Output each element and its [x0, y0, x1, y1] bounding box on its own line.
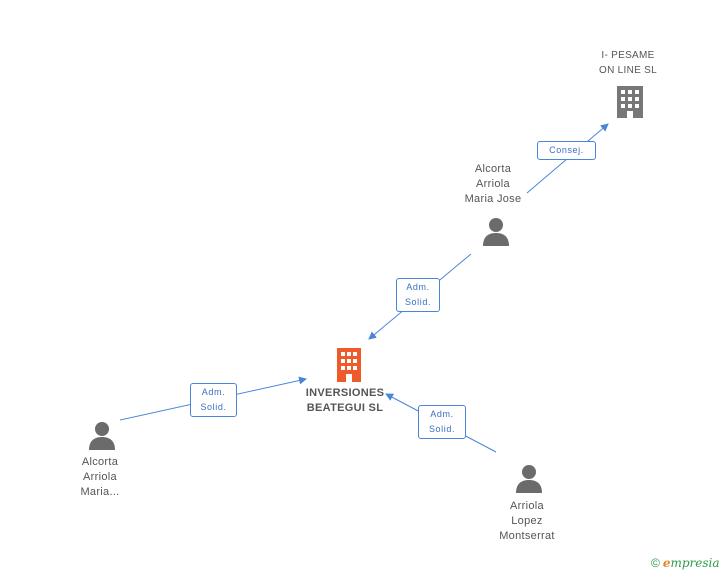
edge-label-adm-solid[interactable]: Adm. Solid. — [190, 383, 237, 417]
building-icon[interactable] — [333, 347, 365, 388]
person-label-alcorta-jose[interactable]: Alcorta Arriola Maria Jose — [443, 162, 543, 207]
adm3-line-2: Solid. — [428, 424, 456, 434]
pesame-line-2: ON LINE SL — [598, 65, 658, 76]
arriola-lopez-line-3: Montserrat — [499, 530, 555, 542]
alcorta-maria-line-2: Arriola — [83, 471, 117, 483]
adm2-line-1: Adm. — [201, 387, 226, 397]
edge-label-consej[interactable]: Consej. — [537, 141, 596, 160]
person-icon[interactable] — [88, 421, 116, 456]
arriola-lopez-line-1: Arriola — [510, 500, 544, 512]
empresia-logo: empresia — [663, 556, 720, 570]
arriola-lopez-line-2: Lopez — [511, 515, 543, 527]
alcorta-jose-line-3: Maria Jose — [464, 193, 522, 205]
person-label-arriola-lopez[interactable]: Arriola Lopez Montserrat — [477, 499, 577, 544]
edge-label-adm-solid[interactable]: Adm. Solid. — [396, 278, 440, 312]
brand-footer[interactable]: © empresia — [651, 556, 720, 570]
adm3-line-1: Adm. — [430, 409, 454, 419]
pesame-line-1: I- PESAME — [601, 50, 655, 61]
company-label-main[interactable]: INVERSIONES BEATEGUI SL — [290, 386, 400, 416]
alcorta-jose-line-1: Alcorta — [474, 163, 512, 175]
alcorta-maria-line-3: Maria... — [80, 486, 120, 498]
building-icon[interactable] — [614, 85, 646, 124]
logo-rest: mpresia — [670, 556, 720, 570]
alcorta-maria-line-1: Alcorta — [81, 456, 119, 468]
main-line-2: BEATEGUI SL — [306, 402, 384, 414]
person-icon[interactable] — [482, 217, 510, 252]
consej-text: Consej. — [549, 145, 584, 155]
person-icon[interactable] — [515, 464, 543, 499]
copyright-icon: © — [651, 556, 660, 570]
adm2-line-2: Solid. — [200, 402, 227, 412]
main-line-1: INVERSIONES — [305, 387, 385, 399]
adm1-line-2: Solid. — [404, 297, 432, 307]
logo-e: e — [662, 556, 671, 570]
company-label-pesame[interactable]: I- PESAME ON LINE SL — [578, 48, 678, 78]
adm1-line-1: Adm. — [406, 282, 430, 292]
edge-label-adm-solid[interactable]: Adm. Solid. — [418, 405, 466, 439]
person-label-alcorta-maria[interactable]: Alcorta Arriola Maria... — [50, 455, 150, 500]
alcorta-jose-line-2: Arriola — [476, 178, 510, 190]
